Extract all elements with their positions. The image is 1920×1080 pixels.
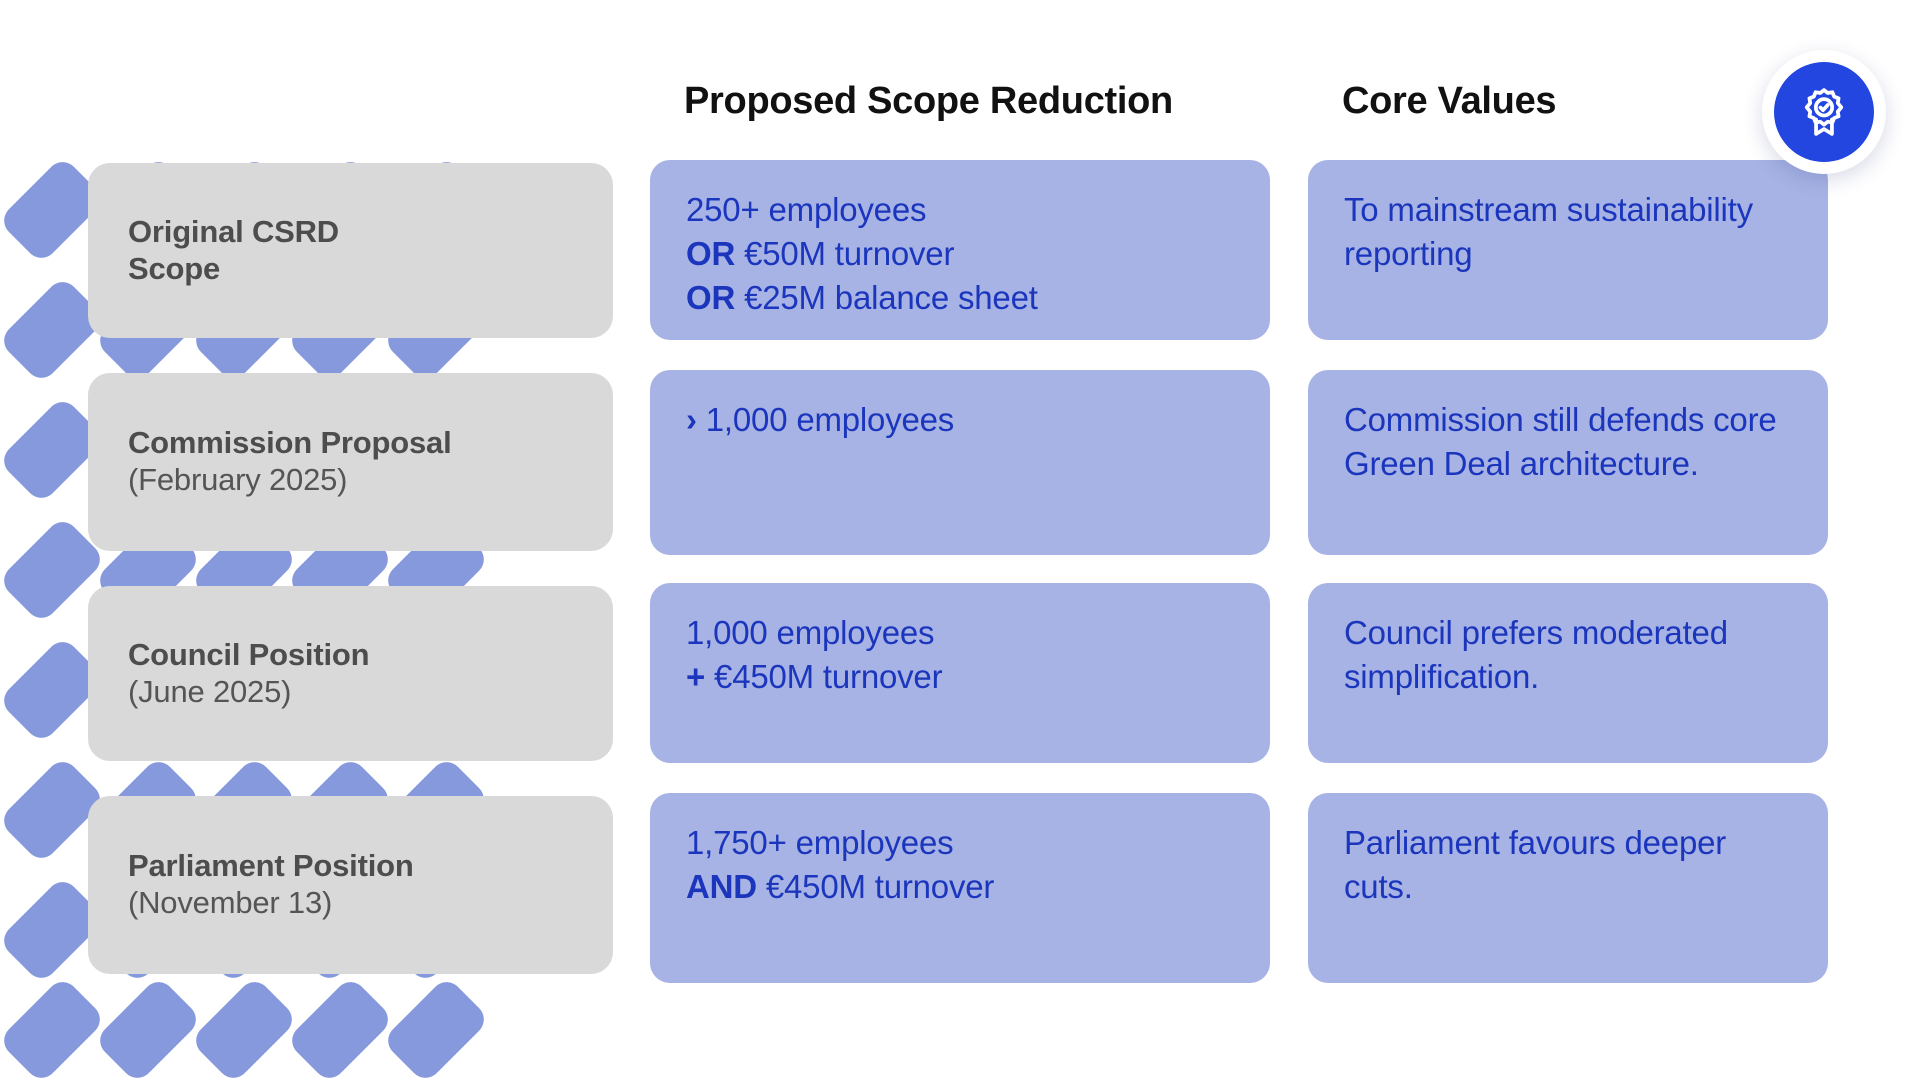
stage-label-title-line2: Scope <box>128 250 221 286</box>
stage-label-title: Council Position <box>128 636 370 672</box>
scope-line: OR €25M balance sheet <box>686 278 1038 316</box>
column-header-proposed-scope-reduction: Proposed Scope Reduction <box>684 80 1173 122</box>
scope-line: 250+ employees <box>686 191 927 228</box>
scope-reduction-card-original-csrd-scope[interactable]: 250+ employees OR €50M turnover OR €25M ba… <box>650 160 1270 340</box>
stage-label-card-parliament-position[interactable]: Parliament Position(November 13) <box>88 796 613 974</box>
scope-line-operator: › <box>686 401 697 438</box>
decorative-diamond <box>93 975 203 1080</box>
scope-line-operator: AND <box>686 867 757 905</box>
core-value-card-commission-proposal[interactable]: Commission still defends core Green Deal… <box>1308 370 1828 555</box>
stage-label-date: (February 2025) <box>128 462 348 497</box>
core-value-text: Council prefers moderated simplification… <box>1344 614 1728 695</box>
scope-line: 1,000 employees <box>686 614 935 651</box>
decorative-diamond <box>0 975 107 1080</box>
scope-line: OR €50M turnover <box>686 234 955 272</box>
scope-line-operator: + <box>686 657 706 695</box>
decorative-diamond <box>285 975 395 1080</box>
core-value-card-original-csrd-scope[interactable]: To mainstream sustainability reporting <box>1308 160 1828 340</box>
scope-line: + €450M turnover <box>686 657 943 695</box>
scope-line-operator: OR <box>686 234 736 272</box>
scope-line-operator: OR <box>686 278 736 316</box>
scope-reduction-card-council-position[interactable]: 1,000 employees + €450M turnover <box>650 583 1270 763</box>
stage-label-title: Commission Proposal <box>128 425 452 461</box>
core-value-text: Parliament favours deeper cuts. <box>1344 824 1727 905</box>
core-value-card-council-position[interactable]: Council prefers moderated simplification… <box>1308 583 1828 763</box>
scope-line: 1,750+ employees <box>686 824 954 861</box>
decorative-diamond <box>381 975 491 1080</box>
core-value-text: Commission still defends core Green Deal… <box>1344 401 1777 482</box>
award-rosette-check-icon <box>1774 62 1874 162</box>
stage-label-title: Original CSRD <box>128 213 339 249</box>
stage-label-date: (June 2025) <box>128 673 292 709</box>
scope-reduction-card-commission-proposal[interactable]: › 1,000 employees <box>650 370 1270 555</box>
decorative-diamond <box>189 975 299 1080</box>
column-header-core-values: Core Values <box>1342 80 1557 122</box>
scope-line: AND €450M turnover <box>686 867 995 905</box>
stage-label-title: Parliament Position <box>128 848 414 884</box>
award-badge-logo <box>1762 50 1886 174</box>
core-value-card-parliament-position[interactable]: Parliament favours deeper cuts. <box>1308 793 1828 983</box>
stage-label-card-council-position[interactable]: Council Position(June 2025) <box>88 586 613 761</box>
stage-label-card-commission-proposal[interactable]: Commission Proposal(February 2025) <box>88 373 613 551</box>
core-value-text: To mainstream sustainability reporting <box>1344 191 1753 272</box>
stage-label-date: (November 13) <box>128 885 333 920</box>
scope-line: › 1,000 employees <box>686 401 955 438</box>
